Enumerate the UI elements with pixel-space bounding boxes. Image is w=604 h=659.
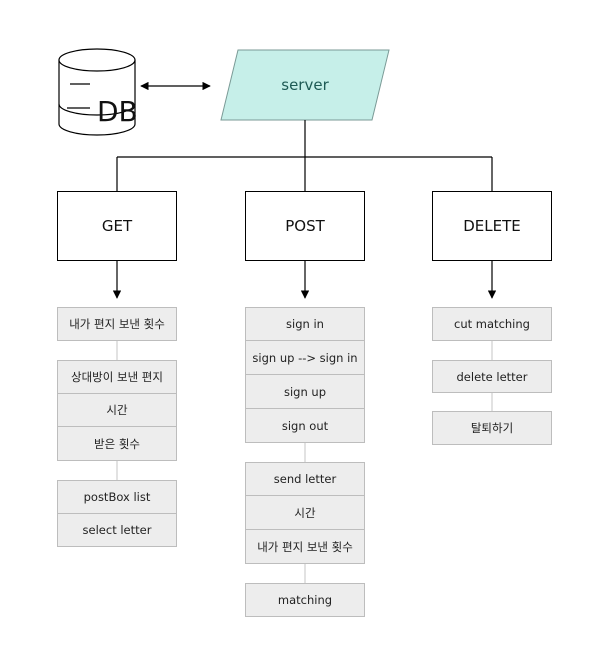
server-node xyxy=(220,49,390,121)
post-item: sign up --> sign in xyxy=(245,340,365,375)
post-item: 내가 편지 보낸 횟수 xyxy=(245,529,365,564)
post-method-box: POST xyxy=(245,191,365,261)
post-item: sign in xyxy=(245,307,365,341)
db-label: DB xyxy=(97,95,138,128)
delete-item: cut matching xyxy=(432,307,552,341)
get-item: select letter xyxy=(57,513,177,547)
get-item: 시간 xyxy=(57,393,177,427)
branch-connectors xyxy=(116,120,493,191)
post-item: sign up xyxy=(245,374,365,409)
get-item: 상대방이 보낸 편지 xyxy=(57,360,177,394)
get-item: postBox list xyxy=(57,480,177,514)
database-icon xyxy=(58,48,136,136)
post-item: send letter xyxy=(245,462,365,496)
delete-item: delete letter xyxy=(432,360,552,393)
server-label: server xyxy=(281,76,329,94)
post-item: 시간 xyxy=(245,495,365,530)
get-method-box: GET xyxy=(57,191,177,261)
post-item: sign out xyxy=(245,408,365,443)
get-item: 내가 편지 보낸 횟수 xyxy=(57,307,177,341)
post-item: matching xyxy=(245,583,365,617)
group-connectors xyxy=(116,341,493,583)
get-item: 받은 횟수 xyxy=(57,426,177,461)
delete-item: 탈퇴하기 xyxy=(432,411,552,445)
delete-method-box: DELETE xyxy=(432,191,552,261)
